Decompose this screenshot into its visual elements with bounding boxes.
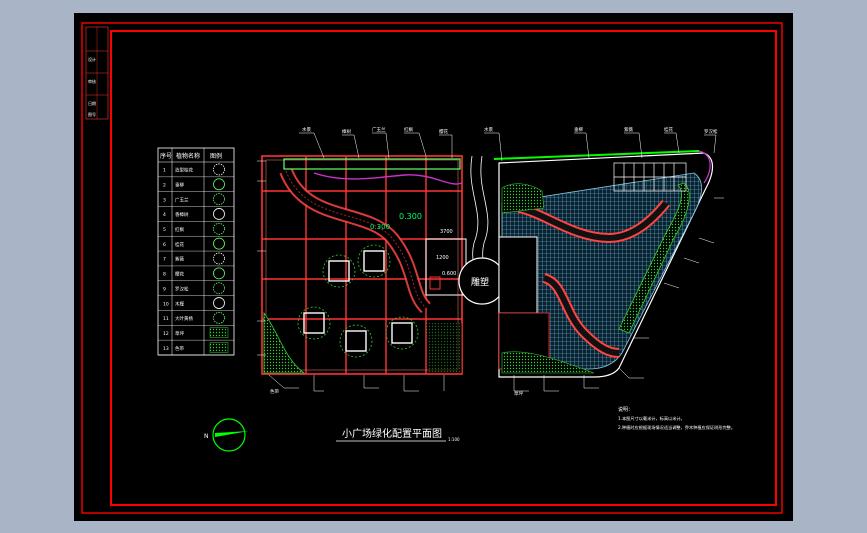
legend-row-number: 10	[163, 301, 169, 307]
callout-labels: 水景 樟树 广玉兰 红枫 樱花 水景 垂柳 紫薇 桂花 罗汉松 色带 草坪	[270, 126, 718, 397]
magenta-edge-curve	[313, 172, 463, 185]
callout-tree-7: 桂花	[664, 126, 673, 133]
title-block-review: 审核	[88, 78, 96, 84]
tree-pits	[303, 250, 413, 352]
notes-heading: 说明：	[618, 406, 633, 413]
north-label: N	[204, 433, 209, 440]
legend-row-name: 草坪	[175, 330, 184, 337]
plant-legend-table: 序号 植物名称 图例 1 造型桂花 2 垂柳 3 广玉兰 4 香樟树 5 红枫 6 桂花 7 紫薇 8 樱花 9…	[157, 147, 235, 356]
title-block-number: 图号	[88, 111, 96, 117]
elevation-label-2: 0.300	[370, 223, 390, 231]
callout-water-2: 水景	[484, 126, 493, 133]
legend-row-name: 樱花	[175, 271, 184, 278]
callout-water-1: 水景	[302, 126, 311, 133]
legend-row-name: 木槿	[175, 300, 184, 307]
site-plan: 雕塑 0.300 0.300 0.600 3700 1200	[261, 150, 714, 378]
legend-row-name: 罗汉松	[175, 285, 189, 292]
legend-row-number: 2	[163, 182, 166, 188]
legend-row-name: 红枫	[175, 226, 184, 233]
legend-row-number: 12	[163, 331, 169, 337]
title-block-design: 设计	[88, 56, 96, 62]
title-block-date: 日期	[88, 100, 96, 106]
legend-symbol-icon	[213, 282, 225, 295]
legend-symbol-icon	[213, 208, 225, 220]
cad-viewport[interactable]: 设计 审核 日期 图号 序号 植物名称 图例 1 造型桂花 2 垂柳 3 广玉兰 4 香樟树 5…	[74, 13, 793, 521]
legend-row-number: 1	[163, 168, 166, 174]
bench-blocks	[613, 162, 687, 192]
elevation-label-1: 0.300	[399, 212, 422, 221]
legend-row-name: 色带	[175, 345, 184, 352]
legend-row-name: 大叶黄杨	[175, 315, 193, 322]
legend-row-number: 5	[163, 227, 166, 233]
legend-symbol-icon	[209, 327, 229, 338]
sculpture-label: 雕塑	[471, 276, 489, 288]
notes-line-1: 1.本图尺寸以毫米计，标高以米计。	[618, 415, 685, 422]
legend-row-number: 9	[163, 286, 166, 292]
legend-row-number: 13	[163, 346, 169, 352]
callout-tree-4: 樱花	[439, 128, 448, 135]
legend-row-number: 3	[163, 197, 166, 203]
notes-line-2: 2.种植时应根据现场情况适当调整，乔木种植应保证树形完整。	[618, 424, 735, 431]
dimension-label-1: 3700	[440, 229, 453, 235]
outer-frame	[81, 22, 783, 514]
callout-tree-3: 红枫	[404, 126, 413, 133]
legend-row-name: 广玉兰	[175, 196, 189, 203]
elevation-label-3: 0.600	[442, 271, 456, 277]
planting-strip-diagonal	[618, 182, 690, 334]
callout-tree-6: 紫薇	[624, 126, 633, 133]
legend-symbol-icon	[213, 222, 225, 235]
planting-bed-left	[263, 311, 306, 374]
legend-row-number: 7	[163, 257, 166, 263]
title-block: 设计 审核 日期 图号	[85, 26, 109, 120]
north-arrow: N	[204, 418, 249, 452]
legend-symbol-icon	[213, 178, 225, 191]
legend-symbol-icon	[213, 311, 225, 324]
drawing-title: 小广场绿化配置平面图	[342, 427, 442, 440]
notes: 说明： 1.本图尺寸以毫米计，标高以米计。 2.种植时应根据现场情况适当调整，乔…	[618, 406, 735, 431]
legend-header-name: 植物名称	[176, 152, 200, 160]
legend-symbol-icon	[213, 252, 225, 265]
legend-row-name: 紫薇	[175, 256, 184, 263]
drawing-scale: 1:100	[448, 437, 460, 442]
legend-row-number: 8	[163, 272, 166, 278]
cad-drawing: 设计 审核 日期 图号 序号 植物名称 图例 1 造型桂花 2 垂柳 3 广玉兰 4 香樟树 5…	[81, 22, 783, 514]
legend-symbol-icon	[213, 237, 225, 250]
legend-row-name: 垂柳	[175, 181, 184, 188]
legend-symbol-icon	[209, 342, 229, 353]
legend-header-symbol: 图例	[210, 152, 222, 160]
callout-tree-8: 罗汉松	[704, 128, 718, 135]
callout-tree-5: 垂柳	[574, 126, 583, 133]
callout-shrub-2: 草坪	[514, 390, 523, 397]
legend-rows: 1 造型桂花 2 垂柳 3 广玉兰 4 香樟树 5 红枫 6 桂花 7 紫薇 8 樱花 9 罗汉松 10 木槿 11 大叶…	[158, 163, 234, 356]
legend-row-number: 6	[163, 242, 166, 248]
callouts	[257, 132, 724, 392]
legend-symbol-icon	[213, 193, 225, 206]
left-plaza-boundary	[261, 155, 463, 375]
callout-tree-2: 广玉兰	[372, 126, 386, 133]
inner-frame	[110, 30, 777, 506]
legend-row-number: 4	[163, 212, 166, 218]
legend-symbol-icon	[213, 297, 225, 309]
top-hedge-line	[493, 150, 700, 160]
callout-shrub-1: 色带	[270, 388, 279, 395]
legend-row-name: 造型桂花	[175, 167, 193, 174]
legend-row-name: 香樟树	[175, 211, 189, 218]
legend-symbol-icon	[213, 163, 225, 176]
legend-symbol-icon	[213, 267, 225, 280]
dimension-label-2: 1200	[436, 255, 449, 261]
legend-row-number: 11	[163, 316, 169, 322]
legend-header-no: 序号	[160, 152, 172, 160]
callout-tree-1: 樟树	[342, 128, 351, 135]
legend-row-name: 桂花	[175, 241, 184, 248]
